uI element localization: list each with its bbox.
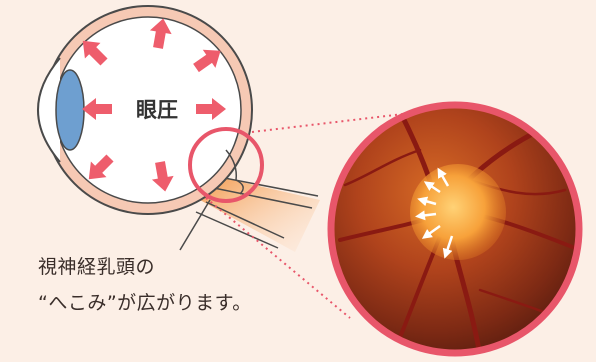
fundus-image (331, 105, 580, 355)
caption-line-2: “へこみ”が広がります。 (38, 288, 252, 315)
optic-disc (410, 164, 506, 260)
caption-line-1: 視神経乳頭の (38, 252, 155, 279)
pressure-label: 眼圧 (136, 98, 178, 122)
lens (56, 70, 84, 150)
